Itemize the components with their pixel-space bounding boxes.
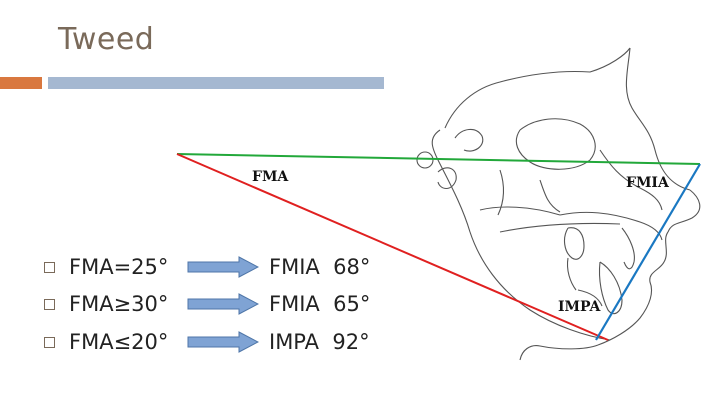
bullet-square-icon [44, 336, 55, 348]
fmia-label: FMIA [626, 175, 670, 191]
bullet-square-icon [44, 298, 55, 310]
skull-tracing [416, 47, 701, 361]
slide-title: Tweed [58, 22, 155, 57]
rule-condition: FMA≤20° [69, 330, 169, 354]
bullet-square-icon [44, 261, 55, 273]
right-arrow-icon [187, 256, 259, 278]
rule-result: FMIA 68° [269, 255, 371, 279]
incisor-axis-line [595, 163, 701, 341]
right-arrow-icon [187, 331, 259, 353]
frankfort-horizontal-line [176, 153, 701, 165]
accent-bar-orange [0, 77, 42, 89]
rule-item: FMA=25° FMIA 68° [44, 255, 370, 279]
accent-bar-blue [48, 77, 384, 89]
impa-label: IMPA [558, 299, 602, 315]
rule-result: IMPA 92° [269, 330, 370, 354]
fma-label: FMA [252, 169, 289, 185]
right-arrow-icon [187, 293, 259, 315]
rule-item: FMA≤20° IMPA 92° [44, 330, 370, 354]
rule-condition: FMA=25° [69, 255, 169, 279]
rule-item: FMA≥30° FMIA 65° [44, 292, 370, 316]
rule-result: FMIA 65° [269, 292, 371, 316]
mandibular-plane-line [176, 153, 609, 341]
rule-condition: FMA≥30° [69, 292, 169, 316]
